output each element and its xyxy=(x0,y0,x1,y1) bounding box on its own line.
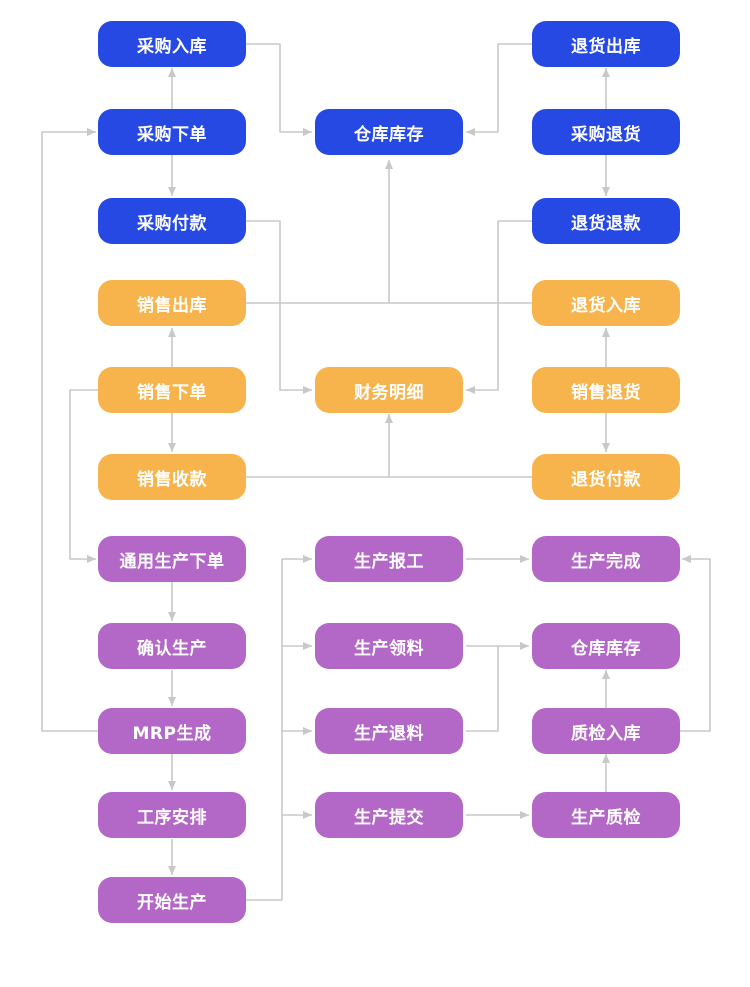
node-purchase-return[interactable]: 采购退货 xyxy=(532,109,680,155)
node-production-pick[interactable]: 生产领料 xyxy=(315,623,463,669)
connector-sales-order-to-production xyxy=(69,389,98,563)
connector-qc-in-to-complete xyxy=(680,555,711,732)
node-production-submit[interactable]: 生产提交 xyxy=(315,792,463,838)
node-production-qc[interactable]: 生产质检 xyxy=(532,792,680,838)
node-purchase-in[interactable]: 采购入库 xyxy=(98,21,246,67)
node-qc-in[interactable]: 质检入库 xyxy=(532,708,680,754)
node-sales-collect[interactable]: 销售收款 xyxy=(98,454,246,500)
node-general-production-order[interactable]: 通用生产下单 xyxy=(98,536,246,582)
node-sales-return[interactable]: 销售退货 xyxy=(532,367,680,413)
node-production-inventory[interactable]: 仓库库存 xyxy=(532,623,680,669)
connector-pay-to-finance xyxy=(246,220,312,394)
node-production-return[interactable]: 生产退料 xyxy=(315,708,463,754)
node-return-in[interactable]: 退货入库 xyxy=(532,280,680,326)
connector-in-to-inventory xyxy=(246,43,312,136)
node-confirm-production[interactable]: 确认生产 xyxy=(98,623,246,669)
connector-return-out-to-inventory xyxy=(466,43,532,136)
node-return-refund[interactable]: 退货退款 xyxy=(532,198,680,244)
node-purchase-pay[interactable]: 采购付款 xyxy=(98,198,246,244)
connector-return-to-inventory xyxy=(466,646,499,732)
node-inventory[interactable]: 仓库库存 xyxy=(315,109,463,155)
node-sales-out[interactable]: 销售出库 xyxy=(98,280,246,326)
connector-start-to-bus xyxy=(246,559,283,901)
node-purchase-order[interactable]: 采购下单 xyxy=(98,109,246,155)
connector-stock-to-inventory xyxy=(246,160,532,304)
node-finance[interactable]: 财务明细 xyxy=(315,367,463,413)
node-production-report[interactable]: 生产报工 xyxy=(315,536,463,582)
node-process-schedule[interactable]: 工序安排 xyxy=(98,792,246,838)
node-return-payment[interactable]: 退货付款 xyxy=(532,454,680,500)
node-production-complete[interactable]: 生产完成 xyxy=(532,536,680,582)
connector-collect-to-finance xyxy=(246,414,532,478)
node-sales-order[interactable]: 销售下单 xyxy=(98,367,246,413)
node-start-production[interactable]: 开始生产 xyxy=(98,877,246,923)
connector-mrp-to-purchase-order xyxy=(41,128,98,732)
node-mrp-generate[interactable]: MRP生成 xyxy=(98,708,246,754)
connector-refund-to-finance xyxy=(466,220,532,394)
node-return-out[interactable]: 退货出库 xyxy=(532,21,680,67)
